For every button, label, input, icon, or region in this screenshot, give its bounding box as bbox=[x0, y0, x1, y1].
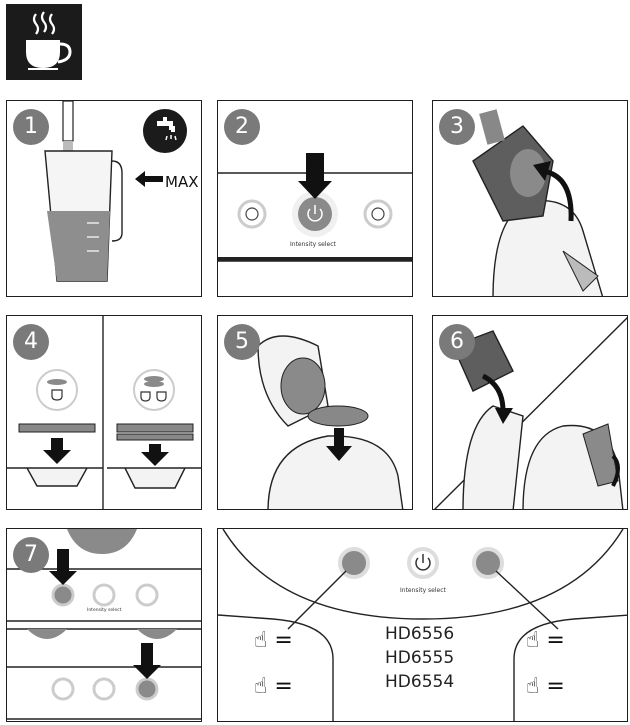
model-list: HD6556 HD6555 HD6554 bbox=[385, 622, 454, 694]
step-3-panel: 3 bbox=[432, 100, 628, 297]
water-tap-icon bbox=[143, 109, 187, 153]
max-label: MAX bbox=[165, 173, 199, 191]
step-number-badge: 7 bbox=[13, 537, 49, 573]
step-4-panel: 4 bbox=[6, 315, 202, 510]
svg-text:☝ =: ☝ = bbox=[254, 628, 293, 653]
step-5-panel: 5 bbox=[217, 315, 413, 510]
step-number-badge: 3 bbox=[439, 109, 475, 145]
svg-text:☝ =: ☝ = bbox=[254, 674, 293, 699]
svg-text:☝ =: ☝ = bbox=[526, 674, 565, 699]
intensity-select-label: Intensity select bbox=[400, 587, 446, 594]
step-7-panel: 7 Intensity select bbox=[6, 528, 202, 722]
model-number: HD6555 bbox=[385, 648, 455, 668]
step-number-badge: 5 bbox=[224, 324, 260, 360]
step-number-badge: 6 bbox=[439, 324, 475, 360]
step-number-badge: 1 bbox=[13, 109, 49, 145]
intensity-select-label: Intensity select bbox=[87, 608, 122, 613]
step-number-badge: 4 bbox=[13, 324, 49, 360]
step-number-badge: 2 bbox=[224, 109, 260, 145]
model-number: HD6554 bbox=[385, 672, 455, 692]
model-number: HD6556 bbox=[385, 624, 455, 644]
intensity-select-label: Intensity select bbox=[290, 241, 336, 248]
coffee-cup-steam-icon bbox=[6, 4, 82, 80]
step-6-panel: 6 bbox=[432, 315, 628, 510]
step-2-panel: 2 Intensity select bbox=[217, 100, 413, 297]
step-1-panel: 1 MAX bbox=[6, 100, 202, 297]
svg-text:☝ =: ☝ = bbox=[526, 628, 565, 653]
control-panel-overview: ☝ = ☝ = ☝ = ☝ = Intensity select bbox=[217, 528, 628, 722]
